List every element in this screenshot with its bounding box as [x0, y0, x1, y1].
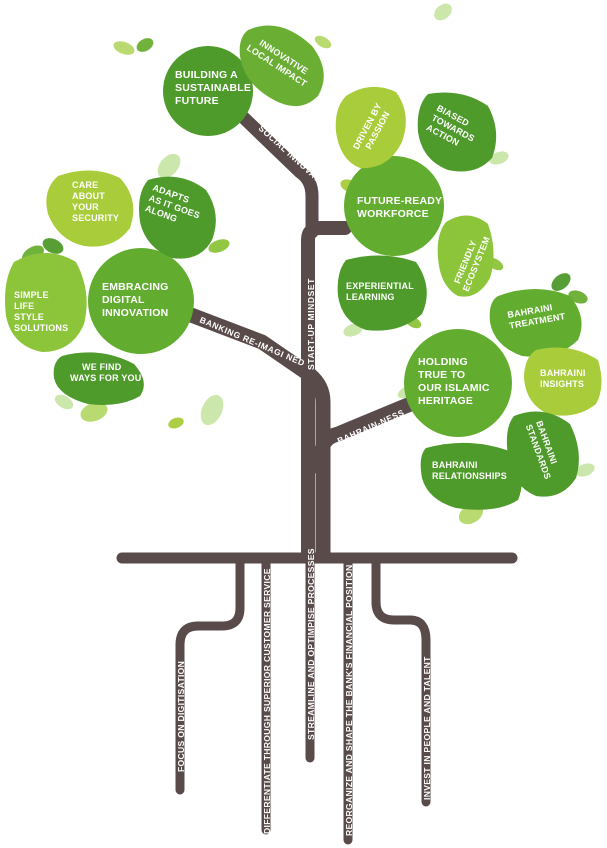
- branch-label-startup: START-UP MINDSET: [306, 278, 316, 370]
- hub-sustainable: BUILDING A SUSTAINABLE FUTURE: [163, 46, 253, 136]
- leaf-experiential-line-2: LEARNING: [346, 292, 395, 302]
- hub-digital-line-3: INNOVATION: [102, 307, 168, 319]
- leaf-local-impact: INNOVATIVE LOCAL IMPACT: [239, 25, 324, 107]
- hub-workforce-line-2: WORKFORCE: [357, 208, 429, 220]
- leaf-icon: [200, 394, 224, 426]
- branch-label-banking: BANKING RE-IMAGI NED: [198, 315, 306, 369]
- hub-digital-circle: [88, 248, 194, 354]
- leaf-icon: [314, 35, 332, 49]
- hub-sustainable-line-3: FUTURE: [175, 95, 219, 107]
- leaf-biased: BIASED TOWARDS ACTION: [417, 92, 497, 172]
- leaf-icon: [208, 239, 230, 253]
- leaf-find-ways-line-2: WAYS FOR YOU: [70, 373, 141, 383]
- leaf-experiential: EXPERIENTIAL LEARNING: [337, 255, 427, 331]
- leaf-experiential-line-1: EXPERIENTIAL: [346, 281, 414, 291]
- leaf-icon: [551, 273, 571, 291]
- leaf-simple-life-line-4: SOLUTIONS: [14, 323, 68, 333]
- leaf-adapts: ADAPTS AS IT GOES ALONG: [139, 176, 216, 259]
- hub-sustainable-line-2: SUSTAINABLE: [175, 82, 251, 94]
- leaf-find-ways: WE FIND WAYS FOR YOU: [53, 352, 144, 405]
- leaf-simple-life-line-1: SIMPLE: [14, 290, 49, 300]
- leaf-icon: [489, 151, 509, 165]
- hub-heritage-line-4: HERITAGE: [418, 395, 473, 407]
- root-digitisation: [175, 557, 245, 795]
- leaf-icon: [42, 238, 64, 254]
- leaf-security: CARE ABOUT YOUR SECURITY: [46, 170, 134, 247]
- leaf-insights-shape: [524, 347, 602, 416]
- leaf-driven: DRIVEN BY PASSION: [335, 86, 406, 169]
- leaf-icon: [168, 417, 184, 429]
- leaf-find-ways-shape: [53, 352, 144, 405]
- leaf-icon: [136, 38, 154, 52]
- top-branch: [237, 111, 319, 239]
- trunk-and-branches: [116, 111, 518, 564]
- leaf-relationships-line-1: BAHRAINI: [432, 460, 478, 470]
- leaf-simple-life-line-2: LIFE: [14, 301, 34, 311]
- branch-label-social: SOCIAL INNOVATIONS: [257, 123, 340, 199]
- roots: [175, 557, 431, 845]
- leaf-friendly-shape: [437, 215, 494, 297]
- leaf-insights-line-1: BAHRAINI: [540, 368, 586, 378]
- leaf-simple-life: SIMPLE LIFE STYLE SOLUTIONS: [5, 253, 87, 352]
- hub-sustainable-line-1: BUILDING A: [175, 69, 238, 81]
- hub-sustainable-circle: [163, 46, 253, 136]
- leaf-insights-line-2: INSIGHTS: [540, 379, 584, 389]
- left-branch: [170, 302, 331, 563]
- leaf-icon: [434, 3, 452, 21]
- leaf-icon: [80, 402, 108, 422]
- root-label-customer-service: DIFFERENTIATE THROUGH SUPERIOR CUSTOMER …: [262, 568, 272, 834]
- hub-digital-line-2: DIGITAL: [102, 294, 145, 306]
- leaf-insights: BAHRAINI INSIGHTS: [524, 347, 602, 416]
- hub-digital-line-1: EMBRACING: [102, 281, 169, 293]
- hub-heritage-line-3: OUR ISLAMIC: [418, 382, 490, 394]
- leaf-treatment: BAHRAINI TREATMENT: [489, 289, 582, 357]
- root-label-people: INVEST IN PEOPLE AND TALENT: [422, 656, 432, 800]
- root-label-digitisation: FOCUS ON DIGITISATION: [176, 661, 186, 772]
- hub-workforce-circle: [344, 156, 444, 256]
- leaf-relationships-line-2: RELATIONSHIPS: [432, 471, 507, 481]
- leaf-treatment-shape: [489, 289, 582, 357]
- hub-heritage-line-2: TRUE TO: [418, 369, 465, 381]
- hub-workforce-line-1: FUTURE-READY: [357, 195, 442, 207]
- hub-digital: EMBRACING DIGITAL INNOVATION: [88, 248, 194, 354]
- leaf-simple-life-shape: [5, 253, 87, 352]
- leaf-local-impact-shape: [239, 25, 324, 107]
- leaf-adapts-shape: [139, 176, 216, 259]
- root-label-financial: REORGANIZE AND SHAPE THE BANK'S FINANCIA…: [344, 564, 354, 836]
- hub-heritage: HOLDING TRUE TO OUR ISLAMIC HERITAGE: [404, 329, 512, 437]
- hub-heritage-line-1: HOLDING: [418, 356, 468, 368]
- right-branch: [314, 392, 428, 478]
- leaf-security-line-1: CARE: [72, 180, 98, 190]
- leaf-driven-shape: [335, 86, 406, 169]
- leaf-icon: [113, 41, 135, 55]
- root-people: [371, 557, 431, 807]
- leaf-icon: [54, 394, 74, 410]
- leaf-biased-shape: [417, 92, 497, 172]
- leaf-relationships-shape: [420, 442, 522, 510]
- leaf-icon: [343, 323, 363, 337]
- leaf-icon: [575, 463, 595, 477]
- leaf-experiential-shape: [337, 255, 427, 331]
- leaf-friendly: FRIENDLY ECOSYSTEM: [437, 215, 494, 297]
- leaf-security-line-2: ABOUT: [72, 191, 105, 201]
- leaf-security-line-4: SECURITY: [72, 213, 119, 223]
- leaf-standards-shape: [506, 411, 579, 497]
- leaf-standards: BAHRAINI STANDARDS: [506, 411, 579, 497]
- leaf-simple-life-line-3: STYLE: [14, 312, 44, 322]
- root-label-processes: STREAMLINE AND OPTIMPISE PROCESSES: [306, 548, 316, 740]
- root-labels: FOCUS ON DIGITISATION DIFFERENTIATE THRO…: [176, 548, 432, 836]
- hub-heritage-circle: [404, 329, 512, 437]
- leaf-relationships: BAHRAINI RELATIONSHIPS: [420, 442, 522, 510]
- leaf-security-line-3: YOUR: [72, 202, 99, 212]
- hub-workforce: FUTURE-READY WORKFORCE: [344, 156, 444, 256]
- leaf-icon: [157, 153, 181, 179]
- leaf-find-ways-line-1: WE FIND: [82, 362, 122, 372]
- leaf-security-shape: [46, 170, 134, 247]
